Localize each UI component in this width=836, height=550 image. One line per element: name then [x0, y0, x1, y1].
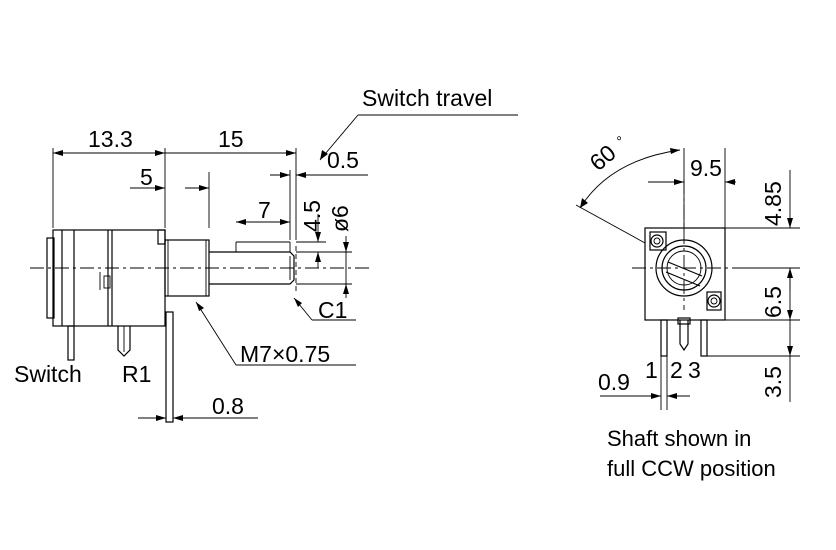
front-view: 60 ° 9.5 4.85 6.5	[575, 132, 800, 481]
label-0-9: 0.9	[598, 369, 630, 395]
dim-15	[165, 148, 297, 240]
label-7: 7	[258, 197, 271, 223]
dim-6-5	[725, 268, 800, 321]
label-13-3: 13.3	[88, 126, 133, 152]
note-line-1: Shaft shown in	[607, 426, 751, 451]
thread-leader	[195, 301, 356, 366]
side-body	[46, 229, 166, 327]
side-bushing	[164, 239, 210, 297]
dim-7	[236, 219, 290, 225]
dim-dia6	[296, 236, 352, 298]
dim-13-3	[52, 148, 166, 228]
side-pins	[67, 311, 174, 423]
label-4-5: 4.5	[299, 200, 325, 232]
label-5: 5	[140, 164, 153, 190]
label-switch: Switch	[14, 361, 82, 387]
dim-5	[130, 172, 210, 228]
label-3-5: 3.5	[760, 366, 786, 398]
label-r1: R1	[122, 361, 151, 387]
chamfer-leader	[293, 297, 356, 321]
label-0-5: 0.5	[327, 147, 359, 173]
dim-3-5	[707, 320, 800, 402]
dim-9-5	[648, 148, 736, 230]
angle-60	[575, 148, 681, 244]
label-pin-2: 2	[670, 357, 683, 383]
label-dia6: ø6	[327, 205, 353, 232]
label-thread: M7×0.75	[240, 341, 330, 367]
front-housing	[644, 227, 726, 321]
label-c1: C1	[318, 297, 347, 323]
front-shaft	[655, 239, 713, 297]
note-line-2: full CCW position	[607, 456, 776, 481]
label-15: 15	[218, 126, 244, 152]
front-pins	[660, 317, 708, 357]
label-4-85: 4.85	[760, 181, 786, 226]
dim-0-5	[270, 114, 518, 240]
label-60: 60	[585, 139, 621, 175]
label-6-5: 6.5	[760, 286, 786, 318]
dim-0-9	[600, 356, 690, 410]
side-view: 13.3 15 0.5 Switch travel	[14, 85, 518, 423]
label-degree: °	[614, 132, 629, 148]
label-pin-3: 3	[688, 357, 701, 383]
dim-0-8	[138, 415, 258, 421]
label-9-5: 9.5	[690, 155, 722, 181]
label-0-8: 0.8	[212, 393, 244, 419]
side-shaft	[209, 241, 297, 292]
label-switch-travel: Switch travel	[362, 85, 492, 111]
label-pin-1: 1	[645, 357, 658, 383]
